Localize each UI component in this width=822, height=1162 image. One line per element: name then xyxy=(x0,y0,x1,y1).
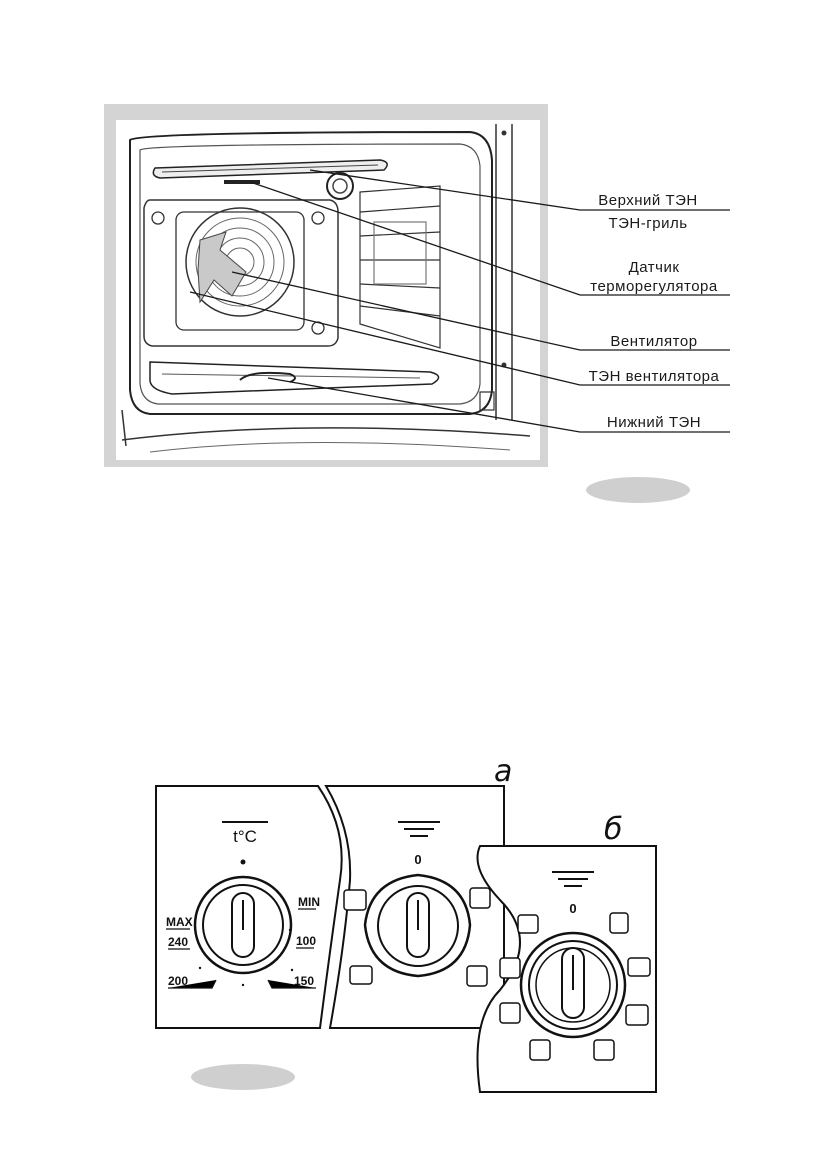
figure-number-badge-1 xyxy=(586,477,690,503)
leader-fan-element xyxy=(189,291,730,386)
scale-200: 200 xyxy=(168,974,188,988)
icon-bottom-b xyxy=(593,1039,615,1061)
label-fan-element: ТЭН вентилятора xyxy=(589,368,720,385)
scale-min: MIN xyxy=(298,895,320,909)
oven-illustration xyxy=(104,104,548,467)
scale-100: 100 xyxy=(296,934,316,948)
icon-lamp-b xyxy=(517,914,539,934)
oven-lamp xyxy=(326,172,354,200)
label-fan: Вентилятор xyxy=(610,333,697,350)
label-sensor-line2: терморегулятора xyxy=(590,278,718,295)
figure-number-badge-2 xyxy=(191,1064,295,1090)
icon-lamp-a xyxy=(469,887,491,909)
icon-fan-grill-a xyxy=(343,889,367,911)
thermostat-knob-group: t°C MIN 100 150 200 240 MAX xyxy=(166,821,320,989)
fan-highlight xyxy=(197,231,247,304)
icon-grill-b xyxy=(627,957,651,977)
mode-b-zero: 0 xyxy=(569,901,576,916)
scale-240: 240 xyxy=(168,935,188,949)
thermostat-unit-label: t°C xyxy=(233,827,257,846)
label-bottom-element: Нижний ТЭН xyxy=(607,414,701,431)
top-heating-element xyxy=(152,159,388,179)
leader-bottom-element xyxy=(267,377,730,433)
variant-b-label: б xyxy=(604,812,623,847)
label-sensor-line1: Датчик xyxy=(629,259,680,276)
oven-cavity-outline xyxy=(129,130,493,415)
label-top-element-line2: ТЭН-гриль xyxy=(608,215,687,232)
icon-bottom-fan-b xyxy=(529,1039,551,1061)
icon-fan-b xyxy=(499,1002,521,1024)
back-panel xyxy=(143,199,339,347)
side-rack xyxy=(359,185,441,349)
scale-max: MAX xyxy=(166,915,193,929)
thermostat-sensor xyxy=(224,180,260,184)
icon-fan-grill-b xyxy=(625,1004,649,1026)
leader-top-element xyxy=(309,169,730,211)
icon-defrost-b xyxy=(499,957,521,979)
oven-cavity-inner xyxy=(139,143,481,405)
callout-labels: Верхний ТЭН ТЭН-гриль Датчик терморегуля… xyxy=(589,192,720,431)
label-top-element-line1: Верхний ТЭН xyxy=(598,192,698,209)
bottom-heating-element xyxy=(239,371,296,383)
icon-top-bottom-b xyxy=(609,912,629,934)
icon-top-bottom-a xyxy=(466,965,488,987)
callout-leaders xyxy=(189,169,730,433)
variant-a-label: а xyxy=(494,754,512,789)
panel-variant-b: 0 xyxy=(476,845,657,1093)
mode-switch-a-group: 0 xyxy=(343,821,491,987)
scale-150: 150 xyxy=(294,974,314,988)
leader-sensor xyxy=(249,181,730,296)
icon-grill-a xyxy=(349,965,373,985)
mode-a-zero: 0 xyxy=(414,852,421,867)
leader-fan xyxy=(231,271,730,351)
